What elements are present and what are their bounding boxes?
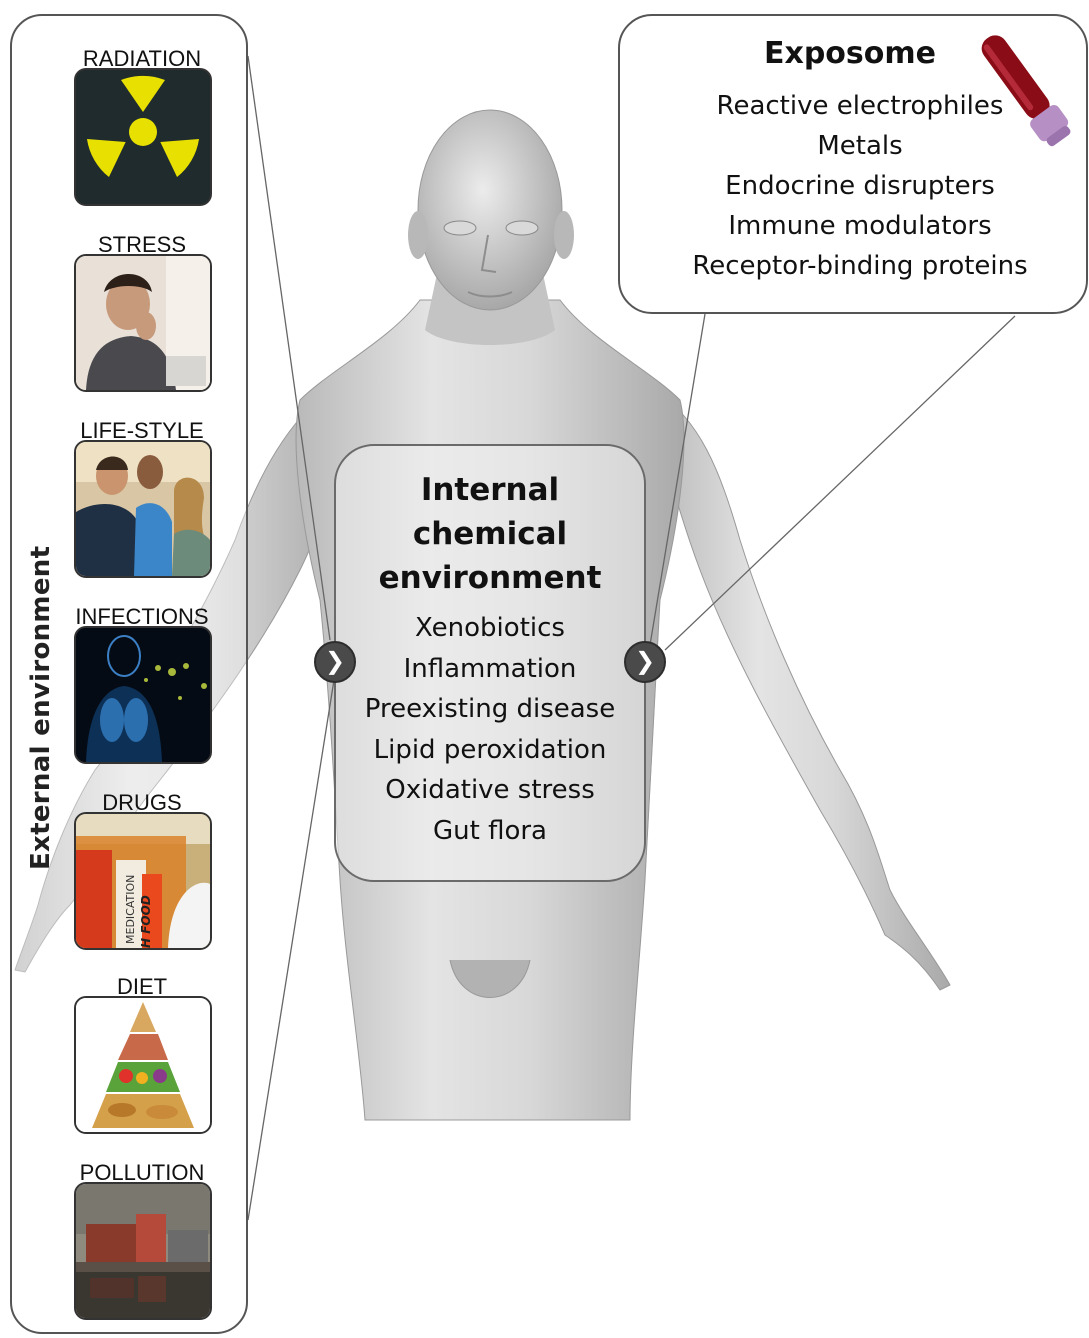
arrow-right-icon-right: ❯ bbox=[624, 641, 666, 683]
factor-label-pollution: POLLUTION bbox=[70, 1162, 214, 1184]
exposome-item: Receptor-binding proteins bbox=[640, 246, 1080, 286]
factor-label-drugs: DRUGS bbox=[70, 792, 214, 814]
factor-label-diet: DIET bbox=[70, 976, 214, 998]
internal-title-line: environment bbox=[340, 556, 640, 600]
exposome-item: Immune modulators bbox=[640, 206, 1080, 246]
internal-item: Inflammation bbox=[340, 649, 640, 690]
external-environment-label: External environment bbox=[26, 570, 56, 870]
internal-item: Preexisting disease bbox=[340, 689, 640, 730]
pill-bottles-photo: MEDICATION H FOOD bbox=[74, 812, 212, 950]
exposome-item: Endocrine disrupters bbox=[640, 166, 1080, 206]
factor-label-stress: STRESS bbox=[70, 234, 214, 256]
polluted-city-photo bbox=[74, 1182, 212, 1320]
internal-environment-list: Xenobiotics Inflammation Preexisting dis… bbox=[340, 608, 640, 851]
internal-title-line: chemical bbox=[340, 512, 640, 556]
internal-item: Gut flora bbox=[340, 811, 640, 852]
food-pyramid-photo bbox=[74, 996, 212, 1134]
factor-label-infections: INFECTIONS bbox=[70, 606, 214, 628]
drug-bottle-label-1: MEDICATION bbox=[124, 875, 137, 944]
infection-lungs-photo bbox=[74, 626, 212, 764]
drug-bottle-label-2: H FOOD bbox=[139, 895, 153, 948]
internal-item: Xenobiotics bbox=[340, 608, 640, 649]
arrow-right-icon-left: ❯ bbox=[314, 641, 356, 683]
friends-photo bbox=[74, 440, 212, 578]
blood-vial-icon bbox=[966, 26, 1086, 160]
internal-title-line: Internal bbox=[340, 468, 640, 512]
factor-label-life-style: LIFE-STYLE bbox=[70, 420, 214, 442]
internal-item: Lipid peroxidation bbox=[340, 730, 640, 771]
stressed-man-photo bbox=[74, 254, 212, 392]
factor-label-radiation: RADIATION bbox=[70, 48, 214, 70]
internal-environment-title: Internal chemical environment bbox=[340, 468, 640, 600]
internal-item: Oxidative stress bbox=[340, 770, 640, 811]
radiation-icon bbox=[74, 68, 212, 206]
